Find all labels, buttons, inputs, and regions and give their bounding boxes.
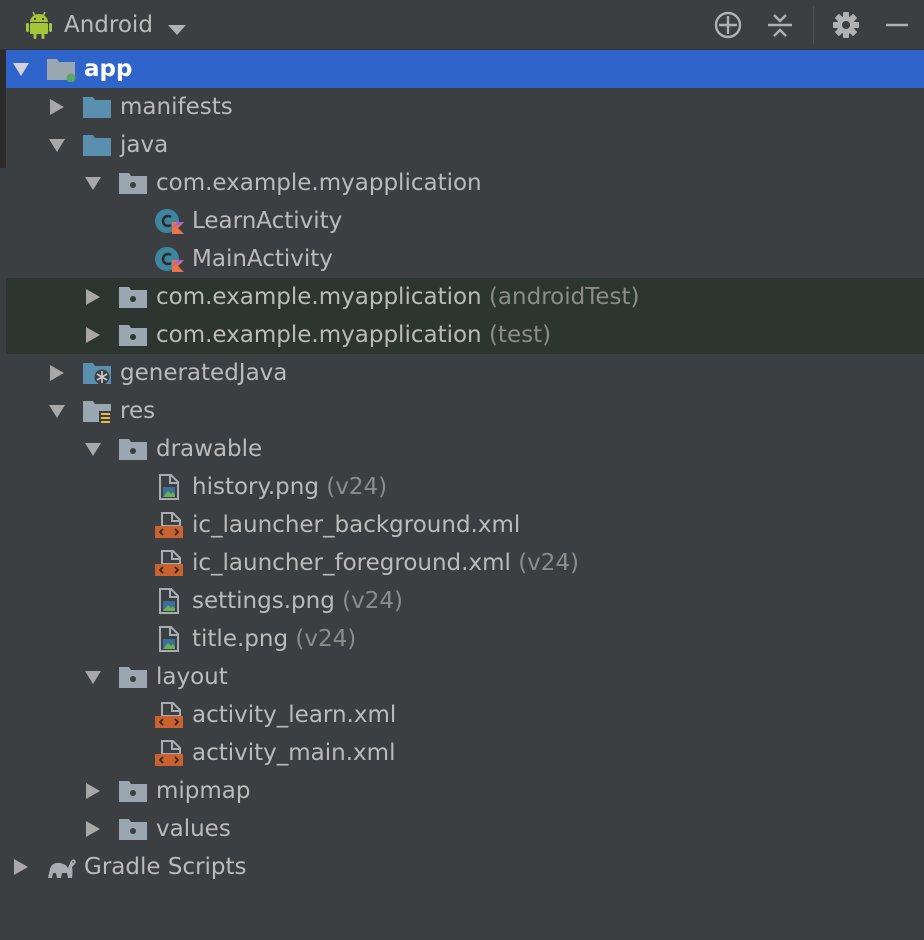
xml-file-icon <box>154 550 184 576</box>
tree-label: MainActivity <box>192 246 333 272</box>
tree-node-manifests[interactable]: manifests <box>6 88 924 126</box>
tree-node-title-png[interactable]: title.png (v24) <box>6 620 924 658</box>
view-selector[interactable]: Android <box>64 12 153 38</box>
gradle-icon <box>46 854 76 880</box>
xml-file-icon <box>154 740 184 766</box>
kotlin-class-icon <box>154 246 184 272</box>
expanded-arrow-icon[interactable] <box>84 441 102 457</box>
minimize-icon[interactable] <box>882 10 912 40</box>
qualifier-hint: (v24) <box>295 626 357 652</box>
tree-label: title.png (v24) <box>192 626 357 652</box>
editor-edge <box>0 0 6 168</box>
tree-node-ic-launcher-background[interactable]: ic_launcher_background.xml <box>6 506 924 544</box>
tree-node-drawable[interactable]: drawable <box>6 430 924 468</box>
folder-icon <box>118 436 148 462</box>
tree-label: Gradle Scripts <box>84 854 247 880</box>
package-icon <box>118 170 148 196</box>
tree-label: activity_main.xml <box>192 740 396 766</box>
tree-label: activity_learn.xml <box>192 702 397 728</box>
crosshair-icon[interactable] <box>713 10 743 40</box>
collapsed-arrow-icon[interactable] <box>48 99 66 115</box>
tree-node-learn-activity[interactable]: LearnActivity <box>6 202 924 240</box>
tree-label: mipmap <box>156 778 251 804</box>
tree-label: LearnActivity <box>192 208 343 234</box>
qualifier-hint: (v24) <box>342 588 403 614</box>
folder-icon <box>118 778 148 804</box>
tree-label: ic_launcher_foreground.xml (v24) <box>192 550 580 576</box>
tree-label: manifests <box>120 94 233 120</box>
image-file-icon <box>154 588 184 614</box>
folder-icon <box>82 94 112 120</box>
collapse-all-icon[interactable] <box>765 10 795 40</box>
source-set-hint: (test) <box>488 322 552 348</box>
project-tree: app manifests java <box>6 50 924 886</box>
tree-node-main-package[interactable]: com.example.myapplication <box>6 164 924 202</box>
tree-label: com.example.myapplication <box>156 170 482 196</box>
collapsed-arrow-icon[interactable] <box>84 821 102 837</box>
tree-label: app <box>84 56 133 82</box>
project-toolbar: Android <box>0 0 924 50</box>
qualifier-hint: (v24) <box>518 550 580 576</box>
package-icon <box>118 284 148 310</box>
image-file-icon <box>154 626 184 652</box>
folder-icon <box>118 816 148 842</box>
tree-node-android-test-package[interactable]: com.example.myapplication (androidTest) <box>6 278 924 316</box>
tree-label: history.png (v24) <box>192 474 388 500</box>
tree-node-history-png[interactable]: history.png (v24) <box>6 468 924 506</box>
tree-node-settings-png[interactable]: settings.png (v24) <box>6 582 924 620</box>
kotlin-class-icon <box>154 208 184 234</box>
image-file-icon <box>154 474 184 500</box>
tree-node-main-activity[interactable]: MainActivity <box>6 240 924 278</box>
collapsed-arrow-icon[interactable] <box>84 289 102 305</box>
tree-label: layout <box>156 664 228 690</box>
expanded-arrow-icon[interactable] <box>84 175 102 191</box>
tree-node-mipmap[interactable]: mipmap <box>6 772 924 810</box>
xml-file-icon <box>154 512 184 538</box>
tree-label: values <box>156 816 231 842</box>
collapsed-arrow-icon[interactable] <box>84 327 102 343</box>
tree-label: com.example.myapplication (androidTest) <box>156 284 640 310</box>
collapsed-arrow-icon[interactable] <box>48 365 66 381</box>
tree-label: java <box>120 132 169 158</box>
qualifier-hint: (v24) <box>326 474 388 500</box>
tree-node-values[interactable]: values <box>6 810 924 848</box>
tree-node-res[interactable]: res <box>6 392 924 430</box>
generated-folder-icon <box>82 360 112 386</box>
expanded-arrow-icon[interactable] <box>84 669 102 685</box>
module-folder-icon <box>46 56 76 83</box>
gear-icon[interactable] <box>831 10 861 40</box>
package-icon <box>118 322 148 348</box>
tree-node-java[interactable]: java <box>6 126 924 164</box>
collapsed-arrow-icon[interactable] <box>84 783 102 799</box>
chevron-down-icon[interactable] <box>168 20 186 39</box>
expanded-arrow-icon[interactable] <box>48 137 66 153</box>
expanded-arrow-icon[interactable] <box>12 61 30 77</box>
folder-icon <box>118 664 148 690</box>
tree-node-ic-launcher-foreground[interactable]: ic_launcher_foreground.xml (v24) <box>6 544 924 582</box>
expanded-arrow-icon[interactable] <box>48 403 66 419</box>
tree-node-activity-learn[interactable]: activity_learn.xml <box>6 696 924 734</box>
toolbar-separator <box>813 6 814 44</box>
tree-label: com.example.myapplication (test) <box>156 322 552 348</box>
tree-label: generatedJava <box>120 360 288 386</box>
tree-node-layout[interactable]: layout <box>6 658 924 696</box>
tree-node-generated-java[interactable]: generatedJava <box>6 354 924 392</box>
tree-node-activity-main[interactable]: activity_main.xml <box>6 734 924 772</box>
tree-label: res <box>120 398 156 424</box>
tree-node-gradle-scripts[interactable]: Gradle Scripts <box>6 848 924 886</box>
source-set-hint: (androidTest) <box>488 284 640 310</box>
tree-label: drawable <box>156 436 263 462</box>
xml-file-icon <box>154 702 184 728</box>
tree-node-test-package[interactable]: com.example.myapplication (test) <box>6 316 924 354</box>
android-icon <box>26 10 52 44</box>
collapsed-arrow-icon[interactable] <box>12 859 30 875</box>
tree-node-app[interactable]: app <box>6 50 924 88</box>
folder-icon <box>82 132 112 158</box>
tree-label: settings.png (v24) <box>192 588 403 614</box>
resource-folder-icon <box>82 398 112 424</box>
tree-label: ic_launcher_background.xml <box>192 512 521 538</box>
